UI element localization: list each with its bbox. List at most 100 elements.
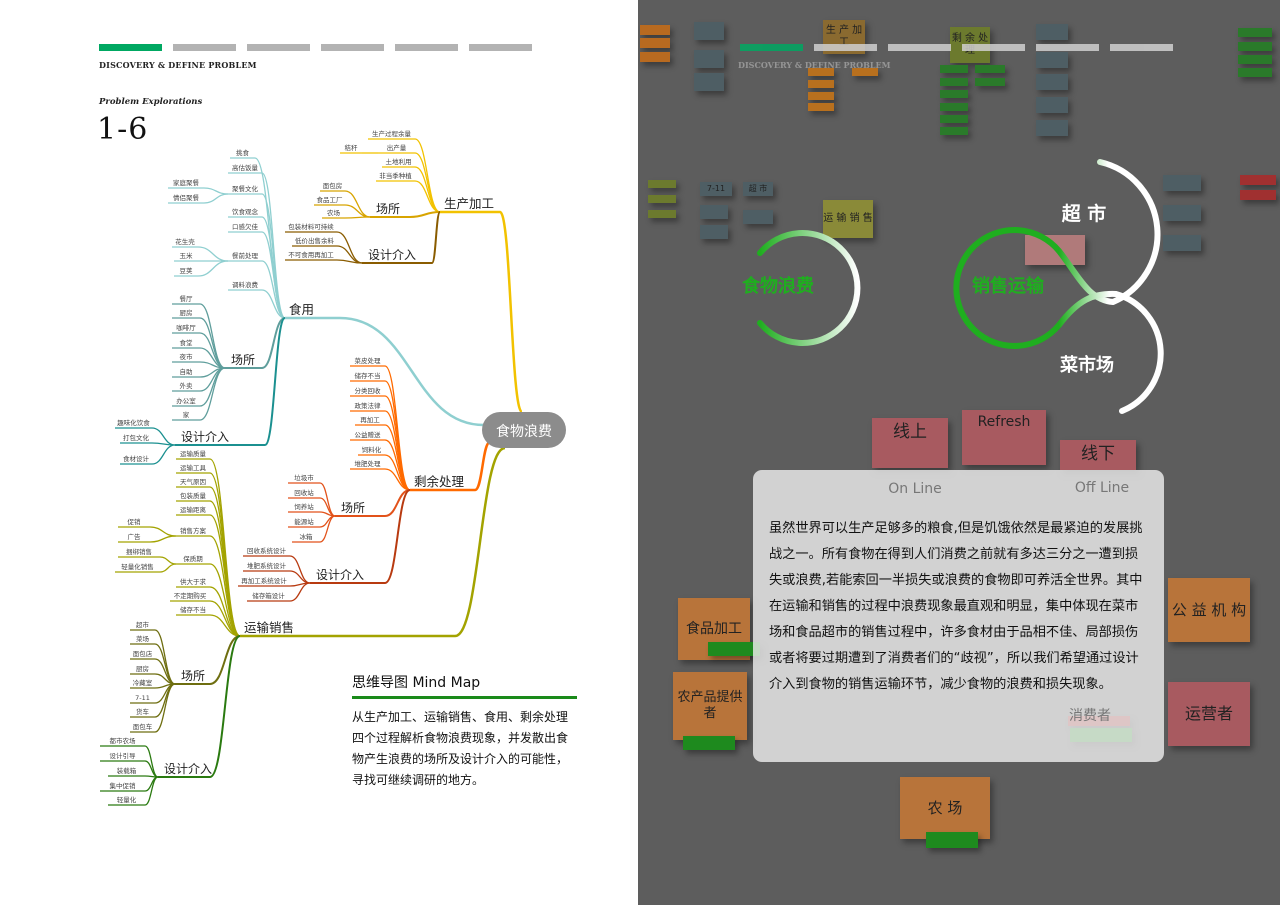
leaf-label: 农场: [327, 208, 341, 217]
leaf-label: 再加工: [360, 415, 380, 424]
sticky-note: [1036, 52, 1068, 68]
leaf-label: 集中促销: [110, 781, 137, 790]
leaf-label: 食堂: [180, 338, 194, 347]
leaf-connector: [203, 187, 229, 195]
group-label: 场所: [181, 669, 205, 683]
sticky-note: [1238, 42, 1272, 51]
group-connector: [261, 317, 286, 369]
leaf-label: 餐厅: [180, 294, 194, 303]
overlay-text: 虽然世界可以生产足够多的粮食,但是饥饿依然是最紧迫的发展挑战之一。所有食物在得到…: [769, 521, 1143, 692]
sticky-note: [743, 210, 773, 224]
leaf-label: 咖啡厅: [176, 323, 196, 332]
branch-label: 食用: [289, 302, 314, 317]
leaf-connector: [289, 555, 311, 584]
group-label: 设计介入: [316, 568, 364, 582]
sticky-note: [940, 103, 968, 111]
progress-steps: [99, 44, 532, 51]
leaf-label: 堆肥处理: [355, 459, 382, 468]
leaf-label: 情侣聚餐: [173, 193, 200, 202]
sticky-note: [940, 127, 968, 135]
label-food-waste: 食物浪费: [741, 275, 814, 297]
leaf-label: 面包车: [133, 722, 153, 731]
leaf-label: 菜场: [136, 634, 150, 643]
sticky-note: [1240, 175, 1276, 185]
leaf-label: 设计引导: [110, 751, 137, 760]
center-node: [482, 412, 566, 448]
sticky-note: 线上: [872, 418, 948, 468]
sticky-note: [975, 65, 1005, 73]
leaf-label: 外卖: [180, 381, 194, 390]
sticky-note-faint: 消费者: [1069, 707, 1111, 724]
supermarket-arc: [1056, 159, 1161, 306]
leaf-label: 轻量化: [117, 795, 137, 804]
leaf-label: 装载箱: [117, 766, 137, 775]
leaf-label: 豆荚: [180, 266, 194, 275]
leaf-label: 面包店: [133, 649, 153, 658]
progress-step: [173, 44, 236, 51]
leaf-label: 超市: [136, 620, 150, 629]
leaf-label: 7-11: [135, 694, 150, 702]
branch-connector: [454, 446, 506, 638]
leaf-connector: [154, 643, 176, 685]
description-block: 思维导图 Mind Map 从生产加工、运输销售、食用、剩余处理四个过程解析食物…: [352, 672, 577, 791]
progress-step: [247, 44, 310, 51]
leaf-label: 都市农场: [110, 736, 137, 745]
leaf-label: 冰箱: [300, 532, 314, 541]
leaf-label: 货车: [136, 707, 150, 716]
sticky-note: [694, 22, 724, 40]
leaf-label: 自助: [180, 367, 194, 376]
leaf-label: 分类回收: [355, 386, 382, 395]
photo-section-title: DISCOVERY & DEFINE PROBLEM: [738, 60, 891, 70]
sticky-note: [1036, 74, 1068, 90]
leaf-label: 生产过程余量: [372, 129, 412, 138]
leaf-connector: [149, 526, 177, 537]
leaf-connector: [159, 563, 177, 573]
photo-progress-steps: [740, 44, 1173, 51]
sticky-note: [1036, 24, 1068, 40]
sticky-note: [700, 225, 728, 239]
progress-step: [395, 44, 458, 51]
leaf-connector: [384, 468, 411, 491]
leaf-connector: [344, 216, 371, 219]
leaf-label: 包装质量: [180, 491, 207, 500]
leaf-connector: [203, 193, 229, 204]
leaf-label: 家庭聚餐: [173, 178, 200, 187]
sticky-note: [808, 80, 834, 88]
leaf-connector: [197, 246, 229, 262]
group-connector: [264, 317, 286, 446]
leaf-connector: [261, 193, 286, 319]
sticky-note: [694, 73, 724, 91]
leaf-connector: [289, 582, 311, 602]
group-label: 设计介入: [164, 762, 212, 776]
branch-connector: [339, 316, 485, 427]
sticky-note: [940, 90, 968, 98]
progress-step: [469, 44, 532, 51]
leaf-connector: [336, 231, 363, 264]
group-connector: [209, 635, 241, 778]
leaf-label: 不可食用再加工: [288, 250, 334, 259]
leaf-label: 夜市: [180, 352, 194, 361]
leaf-label: 促销: [128, 517, 142, 526]
leaf-connector: [209, 535, 241, 637]
page-number: 1-6: [97, 112, 149, 147]
leaf-label: 家: [183, 410, 190, 419]
leaf-connector: [149, 535, 177, 543]
leaf-label: 花生壳: [175, 237, 195, 246]
leaf-label: 天气原因: [180, 477, 206, 486]
leaf-label: 垃圾市: [294, 473, 314, 482]
leaf-connector: [154, 629, 176, 685]
progress-step: [1110, 44, 1173, 51]
sticky-note: 公 益 机 构: [1168, 578, 1250, 642]
leaf-label: 秸秆: [345, 143, 359, 152]
leaf-connector: [159, 556, 177, 565]
group-label: 设计介入: [368, 248, 416, 262]
leaf-label: 菜皮处理: [355, 356, 382, 365]
sticky-note: [700, 205, 728, 219]
leaf-label: 运输工具: [180, 463, 207, 472]
leaf-label: 餐前处理: [232, 251, 259, 260]
sticky-note: [808, 68, 834, 76]
progress-step: [888, 44, 951, 51]
progress-step: [962, 44, 1025, 51]
description-title: 思维导图 Mind Map: [352, 672, 577, 699]
leaf-label: 供大于求: [180, 577, 207, 586]
